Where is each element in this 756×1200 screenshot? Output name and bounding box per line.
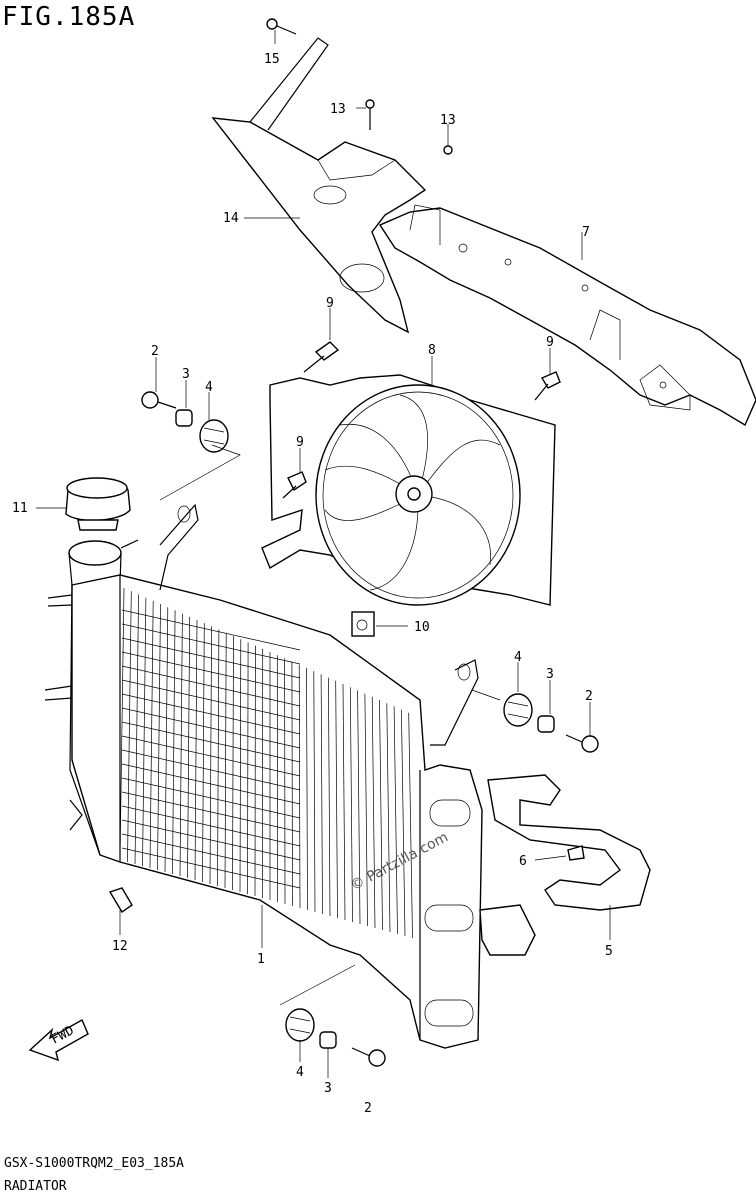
part-9-bolt[interactable] [303, 341, 340, 373]
callout-13: 13 [440, 113, 456, 128]
callout-13: 13 [330, 102, 346, 117]
part-10-nut[interactable] [351, 611, 375, 637]
part-7-shroud[interactable] [378, 204, 756, 427]
callout-3: 3 [546, 667, 554, 682]
callout-2: 2 [585, 689, 593, 704]
callout-6: 6 [519, 854, 527, 869]
callout-5: 5 [605, 944, 613, 959]
part-3-collar[interactable] [175, 409, 193, 427]
figure-name: RADIATOR [4, 1179, 67, 1194]
leader-lines [36, 30, 611, 1078]
callout-9: 9 [546, 335, 554, 350]
alignment-line [159, 444, 241, 501]
callout-4: 4 [205, 380, 213, 395]
callout-1: 1 [257, 952, 265, 967]
part-4-grommet[interactable] [199, 419, 229, 453]
callout-7: 7 [582, 225, 590, 240]
callout-9: 9 [326, 296, 334, 311]
part-3-collar[interactable] [319, 1031, 337, 1049]
callout-14: 14 [223, 211, 239, 226]
part-11-radiator-cap[interactable] [65, 477, 131, 531]
part-8-fan[interactable] [261, 374, 556, 606]
part-2-bolt[interactable] [565, 734, 599, 753]
part-13-screw[interactable] [365, 99, 375, 130]
alignment-line [279, 964, 356, 1006]
part-1-radiator[interactable] [44, 503, 483, 1049]
callout-3: 3 [182, 367, 190, 382]
part-2-bolt[interactable] [351, 1047, 386, 1067]
part-4-grommet[interactable] [503, 693, 533, 727]
part-4-grommet[interactable] [285, 1008, 315, 1042]
part-9-bolt[interactable] [534, 371, 561, 401]
callout-15: 15 [264, 52, 280, 67]
callout-2: 2 [151, 344, 159, 359]
part-2-bolt[interactable] [141, 391, 177, 409]
alignment-line [471, 689, 501, 701]
part-9-bolt[interactable] [282, 471, 307, 499]
part-3-collar[interactable] [537, 715, 555, 733]
callout-2: 2 [364, 1101, 372, 1116]
part-13-screw[interactable] [443, 145, 453, 155]
callout-11: 11 [12, 501, 28, 516]
part-6-bolt[interactable] [567, 845, 585, 861]
callout-9: 9 [296, 435, 304, 450]
part-5-hose[interactable] [479, 774, 651, 956]
figure-code: GSX-S1000TRQM2_E03_185A [4, 1156, 185, 1171]
callout-labels: 15 13 13 14 7 9 9 9 8 2 3 4 11 10 4 3 2 … [12, 52, 613, 1116]
callout-4: 4 [514, 650, 522, 665]
part-15-bolt[interactable] [266, 18, 297, 35]
callout-3: 3 [324, 1081, 332, 1096]
callout-12: 12 [112, 939, 128, 954]
part-12-clip[interactable] [108, 887, 133, 914]
part-14-bracket[interactable] [211, 37, 427, 334]
figure-title: FIG.185A [2, 2, 136, 32]
callout-10: 10 [414, 620, 430, 635]
callout-8: 8 [428, 343, 436, 358]
callout-4: 4 [296, 1065, 304, 1080]
fwd-arrow: FWD [28, 1019, 89, 1062]
